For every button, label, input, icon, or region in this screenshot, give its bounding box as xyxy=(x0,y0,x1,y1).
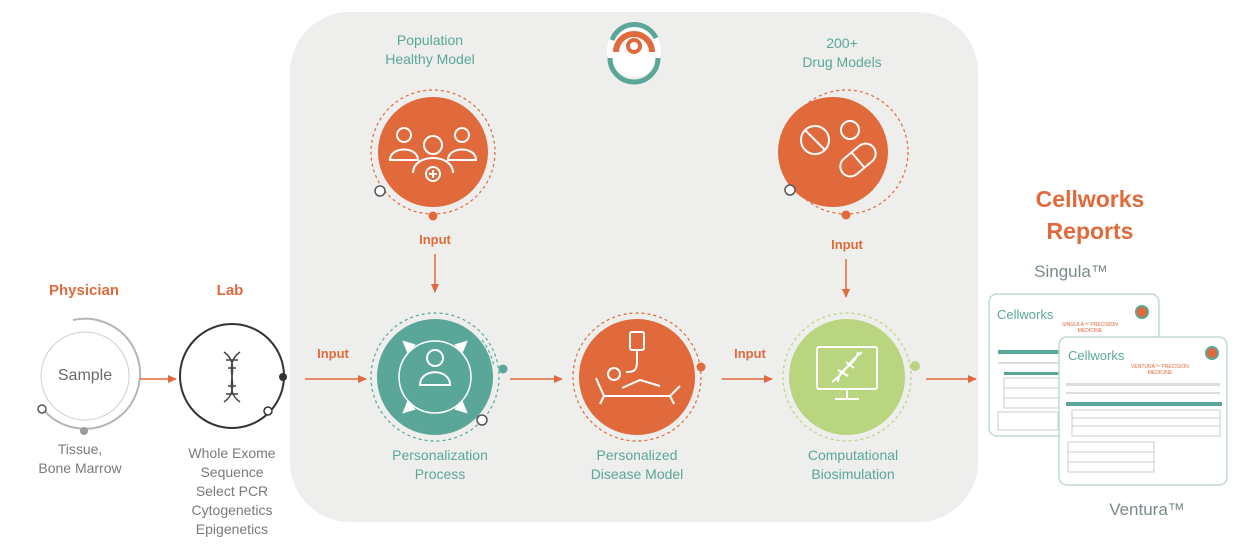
patient-bed-icon xyxy=(595,331,681,405)
biosim-caption: Computational Biosimulation xyxy=(807,447,899,482)
population-node xyxy=(370,89,496,221)
ventura-label: Ventura™ xyxy=(1109,500,1185,519)
biosim-input-label: Input xyxy=(734,346,766,361)
dna-icon xyxy=(223,351,241,403)
cellworks-logo xyxy=(607,22,661,85)
drugs-input-label: Input xyxy=(831,237,863,252)
disease-model-node xyxy=(572,312,706,442)
ventura-report-doc xyxy=(1058,336,1228,486)
monitor-dna-icon xyxy=(816,346,878,400)
ventura-doc-brand: Cellworks xyxy=(1068,348,1125,363)
ventura-doc-subtitle: VENTURA™ PRECISION MEDICINE xyxy=(1131,364,1189,376)
singula-label: Singula™ xyxy=(1034,262,1108,281)
singula-doc-brand: Cellworks xyxy=(997,307,1054,322)
drugs-caption: 200+ Drug Models xyxy=(802,35,882,70)
drug-models-node xyxy=(778,89,909,220)
people-icon xyxy=(388,127,478,182)
personalization-input-label: Input xyxy=(317,346,349,361)
lab-caption: Whole Exome Sequence Select PCR Cytogene… xyxy=(188,445,276,537)
personalization-node xyxy=(370,312,508,442)
physician-caption: Tissue, Bone Marrow xyxy=(38,441,122,476)
disease-caption: Personalized Disease Model xyxy=(590,447,684,482)
pills-icon xyxy=(800,120,877,178)
physician-heading: Physician xyxy=(48,282,120,299)
cycle-person-icon xyxy=(398,340,472,414)
population-input-label: Input xyxy=(419,232,451,247)
lab-heading: Lab xyxy=(216,282,244,299)
sample-node xyxy=(37,317,141,435)
lab-node xyxy=(179,323,287,429)
singula-doc-subtitle: SINGULA™ PRECISION MEDICINE xyxy=(1062,322,1118,334)
sample-label: Sample xyxy=(57,367,113,384)
workflow-panel xyxy=(290,12,978,522)
biosimulation-node xyxy=(782,312,920,442)
population-caption: Population Healthy Model xyxy=(385,32,475,67)
reports-title: Cellworks Reports xyxy=(1035,186,1145,244)
personalization-caption: Personalization Process xyxy=(392,447,488,482)
